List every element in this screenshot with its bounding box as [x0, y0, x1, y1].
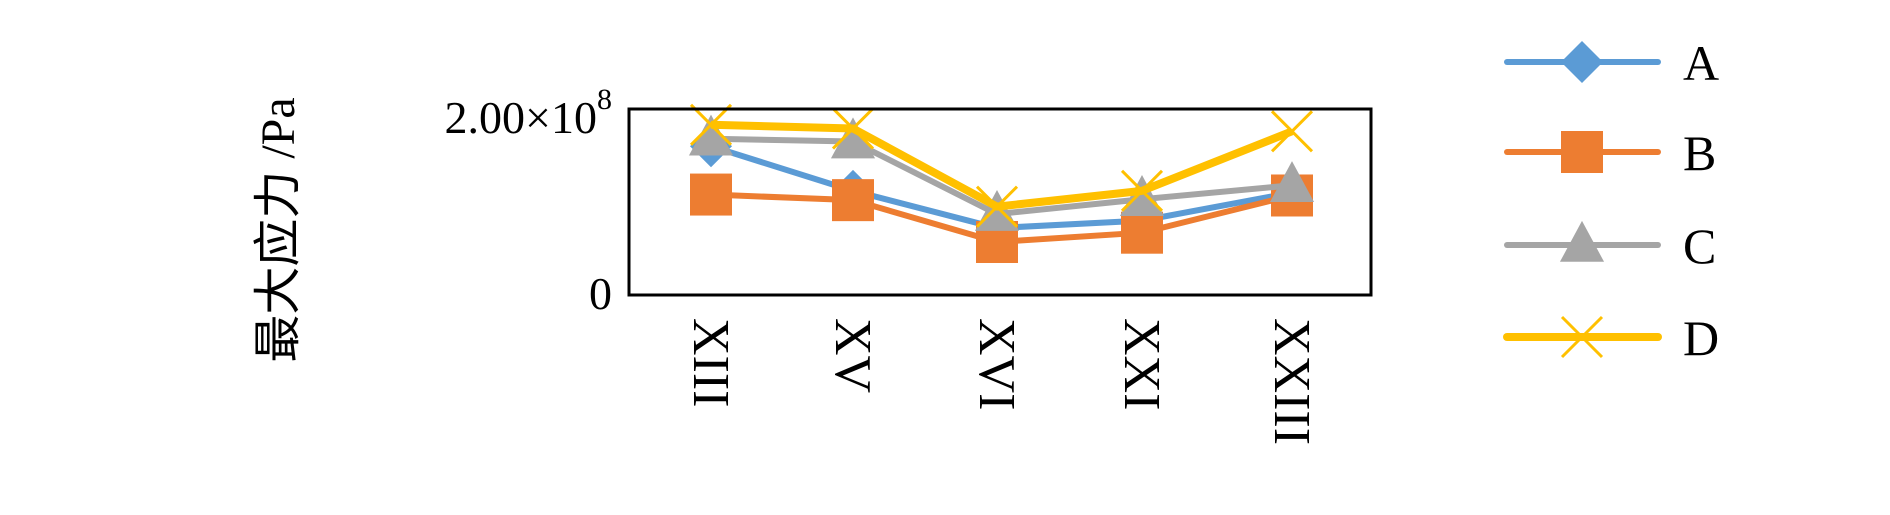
data-point-D-XXI [1120, 169, 1164, 212]
x-tick-label-XIII: XIII [682, 318, 739, 408]
y-axis-title: 最大应力 /Pa [252, 97, 305, 362]
legend-label-B: B [1683, 125, 1716, 181]
data-point-D-XVI [975, 185, 1019, 228]
plot-area-frame [627, 107, 1373, 297]
data-point-D-XV [831, 107, 875, 150]
y-tick-label-max: 2.00×108 [445, 83, 612, 143]
x-tick-label-XXIII: XXIII [1263, 318, 1320, 445]
legend-marker-B [1561, 131, 1603, 173]
series-D [689, 103, 1314, 228]
legend-marker-D [1560, 315, 1604, 359]
data-point-C-XXIII [1269, 161, 1315, 203]
data-point-C-XIII [688, 114, 734, 156]
data-point-B-XXI [1121, 211, 1163, 254]
legend-label-D: D [1683, 310, 1719, 366]
y-tick-label-0: 0 [589, 268, 612, 319]
x-tick-label-XVI: XVI [968, 318, 1025, 410]
x-tick-label-XXI: XXI [1113, 318, 1170, 410]
legend-item-C: C [1504, 218, 1716, 274]
legend-item-B: B [1504, 125, 1716, 181]
series-layer [688, 103, 1315, 263]
data-point-C-XV [830, 117, 876, 159]
legend-label-C: C [1683, 218, 1716, 274]
legend-item-D: D [1503, 310, 1719, 366]
x-tick-label-XV: XV [824, 318, 881, 393]
series-C [688, 114, 1315, 231]
legend-item-A: A [1504, 35, 1719, 91]
legend-label-A: A [1683, 35, 1719, 91]
data-point-D-XXIII [1270, 110, 1314, 153]
legend-marker-A [1561, 41, 1603, 83]
legend-marker-C [1559, 220, 1605, 262]
data-point-B-XIII [690, 173, 732, 216]
data-point-D-XIII [689, 103, 733, 146]
data-point-C-XXI [1119, 175, 1165, 217]
data-point-B-XV [832, 179, 874, 222]
